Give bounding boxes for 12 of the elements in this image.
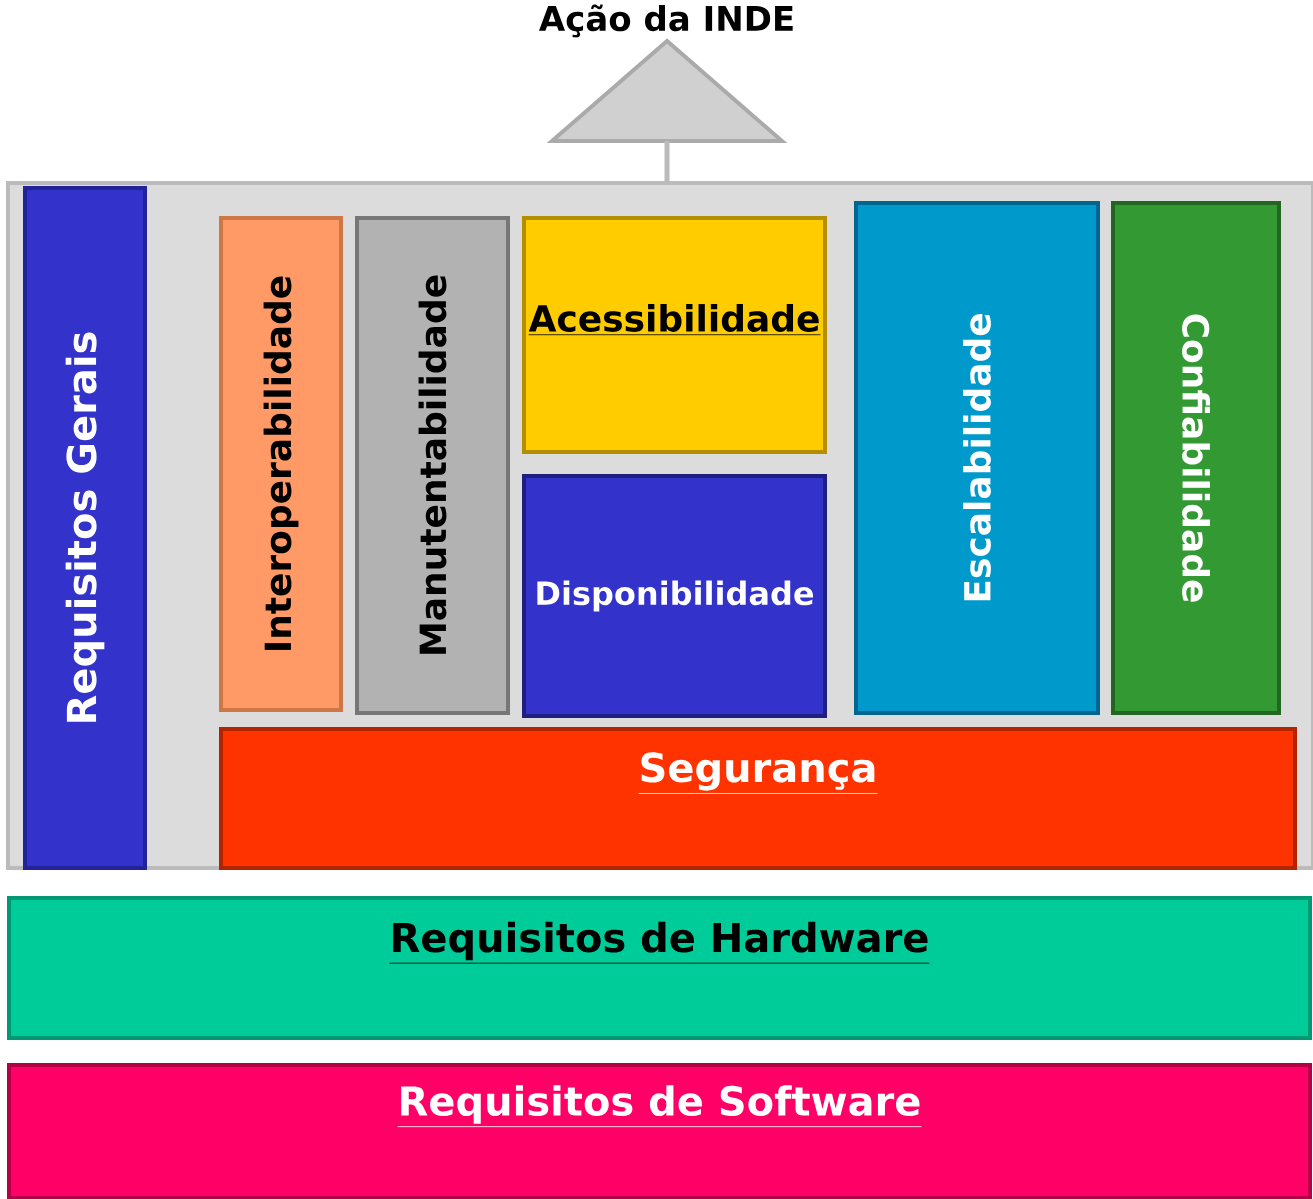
- title: Ação da INDE: [539, 4, 793, 38]
- pillar-box: Escalabilidade: [854, 201, 1100, 715]
- pillar-box: Confiabilidade: [1111, 201, 1281, 715]
- pillar-box: Interoperabilidade: [219, 216, 343, 712]
- base-band: Segurança: [219, 727, 1297, 870]
- pillar-box: Requisitos Gerais: [23, 186, 147, 870]
- pillar-box: Manutentabilidade: [355, 216, 510, 715]
- stem-line: [664, 141, 670, 183]
- module-box: Disponibilidade: [522, 474, 827, 718]
- base-band: Requisitos de Software: [7, 1063, 1312, 1199]
- module-box: Acessibilidade: [522, 216, 827, 454]
- base-band: Requisitos de Hardware: [7, 896, 1312, 1040]
